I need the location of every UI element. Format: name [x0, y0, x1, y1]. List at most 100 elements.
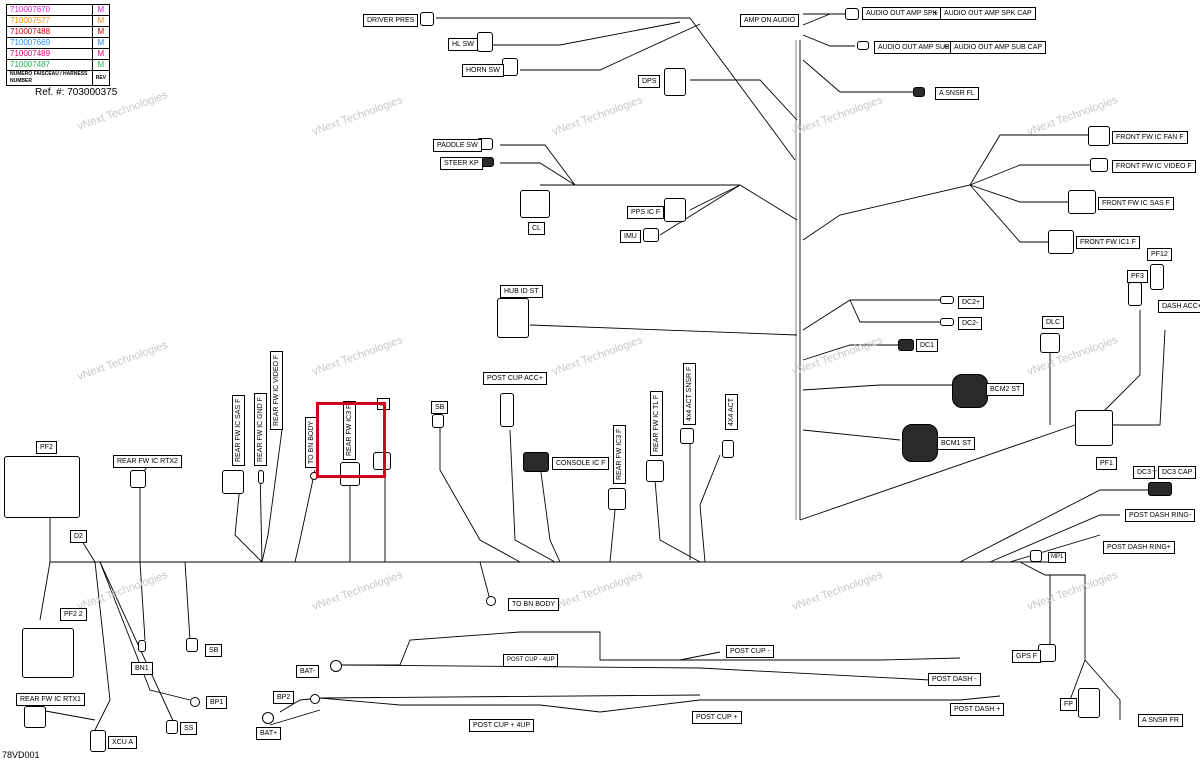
connector-a-snsr-fl[interactable] — [913, 87, 925, 97]
connector-fp[interactable] — [1078, 688, 1100, 718]
connector-hub-id-st[interactable] — [497, 298, 529, 338]
connector-front-fw-ic-sas-f[interactable] — [1068, 190, 1096, 214]
connector-rear-fw-ic3-f-2[interactable] — [608, 488, 626, 510]
label-post-cup-acc-plus: POST CUP ACC+ — [483, 372, 547, 385]
label-bn1: BN1 — [131, 662, 153, 675]
connector-bp1[interactable] — [190, 697, 200, 707]
label-rear-fw-ic-sas-f: REAR FW IC SAS F — [232, 394, 245, 466]
revision-letter: M — [91, 4, 111, 16]
connector-pf1[interactable] — [1075, 410, 1113, 446]
label-post-cup-4up: POST CUP - 4UP — [503, 654, 559, 667]
connector-post-cup-acc-plus[interactable] — [500, 393, 514, 427]
label-rear-fw-ic-rtx2: REAR FW IC RTX2 — [113, 455, 182, 468]
connector-hl-sw[interactable] — [477, 32, 493, 52]
connector-hidden-f[interactable] — [373, 452, 391, 470]
label-post-dash-ring-plus: POST DASH RING+ — [1103, 541, 1175, 554]
connector-horn-sw[interactable] — [502, 58, 518, 76]
connector-dps[interactable] — [664, 68, 686, 96]
connector-4x4-act-snsr-f[interactable] — [680, 428, 694, 444]
revision-letter: M — [91, 59, 111, 71]
label-dps: DPS — [638, 75, 661, 88]
connector-rear-fw-ic-sas-f[interactable] — [222, 470, 244, 494]
connector-console-ic-f[interactable] — [523, 452, 549, 472]
label-4x4-act: 4X4 ACT — [725, 393, 738, 430]
connector-audio-out-amp-sub[interactable] — [857, 41, 869, 50]
connector-pf2-2[interactable] — [22, 628, 74, 678]
connector-ss[interactable] — [166, 720, 178, 734]
label-pf1: PF1 — [1096, 457, 1117, 470]
label-amp-on-audio: AMP ON AUDIO — [740, 14, 800, 27]
connector-rear-fw-ic-rtx2[interactable] — [130, 470, 146, 488]
connector-dlc[interactable] — [1040, 333, 1060, 353]
connector-sb-top[interactable] — [432, 414, 444, 428]
label-bcm2-st: BCM2 ST — [986, 383, 1025, 396]
connector-dc2-plus[interactable] — [940, 296, 954, 304]
connector-rear-fw-ic3-f[interactable] — [340, 462, 360, 486]
connector-front-fw-ic-video-f[interactable] — [1090, 158, 1108, 172]
connector-front-fw-ic-fan-f[interactable] — [1088, 126, 1110, 146]
label-dc2-plus: DC2+ — [958, 296, 985, 309]
connector-pps-ic-f[interactable] — [664, 198, 686, 222]
connector-rear-fw-ic-gnd-f[interactable] — [258, 470, 264, 484]
connector-to-bn-body[interactable] — [486, 596, 496, 606]
connector-bat-plus[interactable] — [262, 712, 274, 724]
label-driver-pres: DRIVER PRES — [363, 14, 419, 27]
label-bp2: BP2 — [273, 691, 295, 704]
label-rear-fw-ic3-f-2: REAR FW IC3 F — [613, 424, 626, 484]
connector-dc2-minus[interactable] — [940, 318, 954, 326]
connector-bcm2-st[interactable] — [952, 374, 988, 408]
label-post-dash-minus: POST DASH - — [928, 673, 981, 686]
connector-rear-fw-ic-rtx1[interactable] — [24, 706, 46, 728]
connector-bat-minus[interactable] — [330, 660, 342, 672]
label-4x4-act-snsr-f: 4x4 ACT SNSR F — [683, 362, 696, 425]
revision-number: 710007488 — [6, 26, 93, 38]
label-front-fw-ic-sas-f: FRONT FW IC SAS F — [1098, 197, 1174, 210]
connector-mp1[interactable] — [1030, 550, 1042, 562]
connector-bcm1-st[interactable] — [902, 424, 938, 462]
label-pf12: PF12 — [1147, 248, 1172, 261]
label-pf2-2: PF2 2 — [60, 608, 87, 621]
label-a-snsr-fr: A SNSR FR — [1138, 714, 1183, 727]
connector-pf2[interactable] — [4, 456, 80, 518]
connector-pf12[interactable] — [1150, 264, 1164, 290]
label-console-ic-f: CONSOLE IC F — [552, 457, 610, 470]
connector-bn1[interactable] — [138, 640, 146, 652]
label-post-cup-plus: POST CUP + — [692, 711, 742, 724]
label-dc3: DC3 — [1133, 466, 1156, 479]
revision-number: 710007669 — [6, 37, 93, 49]
label-ss: SS — [180, 722, 198, 735]
connector-bp2[interactable] — [310, 694, 320, 704]
label-sb-bottom: SB — [205, 644, 223, 657]
connector-4x4-act[interactable] — [722, 440, 734, 458]
connector-driver-pres[interactable] — [420, 12, 434, 26]
connector-sb-bottom[interactable] — [186, 638, 198, 652]
connector-rear-fw-ic-tl-f[interactable] — [646, 460, 664, 482]
revision-letter: M — [91, 26, 111, 38]
label-rear-fw-ic-tl-f: REAR FW IC TL F — [650, 390, 663, 456]
label-front-fw-ic-video-f: FRONT FW IC VIDEO F — [1112, 160, 1196, 173]
connector-audio-out-amp-spk[interactable] — [845, 8, 859, 20]
connector-pf3[interactable] — [1128, 282, 1142, 306]
label-dash-acc-plus: DASH ACC+ — [1158, 300, 1200, 313]
label-to-bn-body: TO BN BODY — [508, 598, 560, 611]
label-pps-ic-f: PPS IC F — [627, 206, 665, 219]
connector-dc3[interactable] — [1148, 482, 1172, 496]
connector-cl[interactable] — [520, 190, 550, 218]
label-pf3: PF3 — [1127, 270, 1148, 283]
label-paddle-sw: PADDLE SW — [433, 139, 482, 152]
revision-letter: M — [91, 15, 111, 27]
revision-number: 710007487 — [6, 59, 93, 71]
connector-imu[interactable] — [643, 228, 659, 242]
revision-number: 710007489 — [6, 48, 93, 60]
selection-highlight — [316, 402, 386, 478]
connector-xcu-a[interactable] — [90, 730, 106, 752]
connector-dc1[interactable] — [898, 339, 914, 351]
connector-front-fw-ic1-f[interactable] — [1048, 230, 1074, 254]
